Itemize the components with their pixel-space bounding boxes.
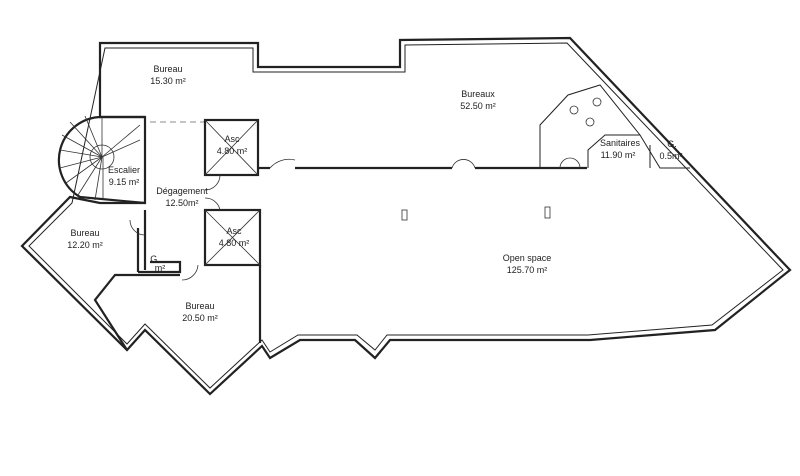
room-name: Asc [224, 134, 240, 144]
staircase [57, 115, 146, 205]
room-name: G. [667, 139, 677, 149]
room-area: 9.15 m² [109, 177, 140, 187]
room-area: m² [155, 263, 166, 273]
room-area: 4.80 m² [219, 238, 250, 248]
room-area: 0.5m² [659, 151, 682, 161]
room-area: 12.20 m² [67, 240, 103, 250]
room-name: Bureau [185, 301, 214, 311]
interior-walls [93, 84, 690, 351]
room-name: Escalier [108, 165, 140, 175]
room-name: Bureau [70, 228, 99, 238]
room-name: Bureaux [461, 89, 495, 99]
room-name: Open space [503, 253, 552, 263]
room-area: 20.50 m² [182, 313, 218, 323]
room-area: 12.50m² [165, 198, 198, 208]
room-name: Bureau [153, 64, 182, 74]
doors [129, 157, 581, 281]
outer-walls [20, 36, 792, 396]
room-area: 52.50 m² [460, 101, 496, 111]
room-name: G. [150, 254, 160, 264]
room-area: 125.70 m² [507, 265, 548, 275]
room-area: 11.90 m² [601, 150, 636, 160]
room-name: Dégagement [156, 186, 208, 196]
room-area: 4.80 m² [217, 146, 248, 156]
room-area: 15.30 m² [150, 76, 186, 86]
room-labels: Bureau 15.30 m² Bureaux 52.50 m² Asc 4.8… [67, 64, 682, 323]
toilet-icons [569, 97, 602, 127]
room-name: Sanitaires [600, 138, 641, 148]
room-name: Asc [226, 226, 242, 236]
